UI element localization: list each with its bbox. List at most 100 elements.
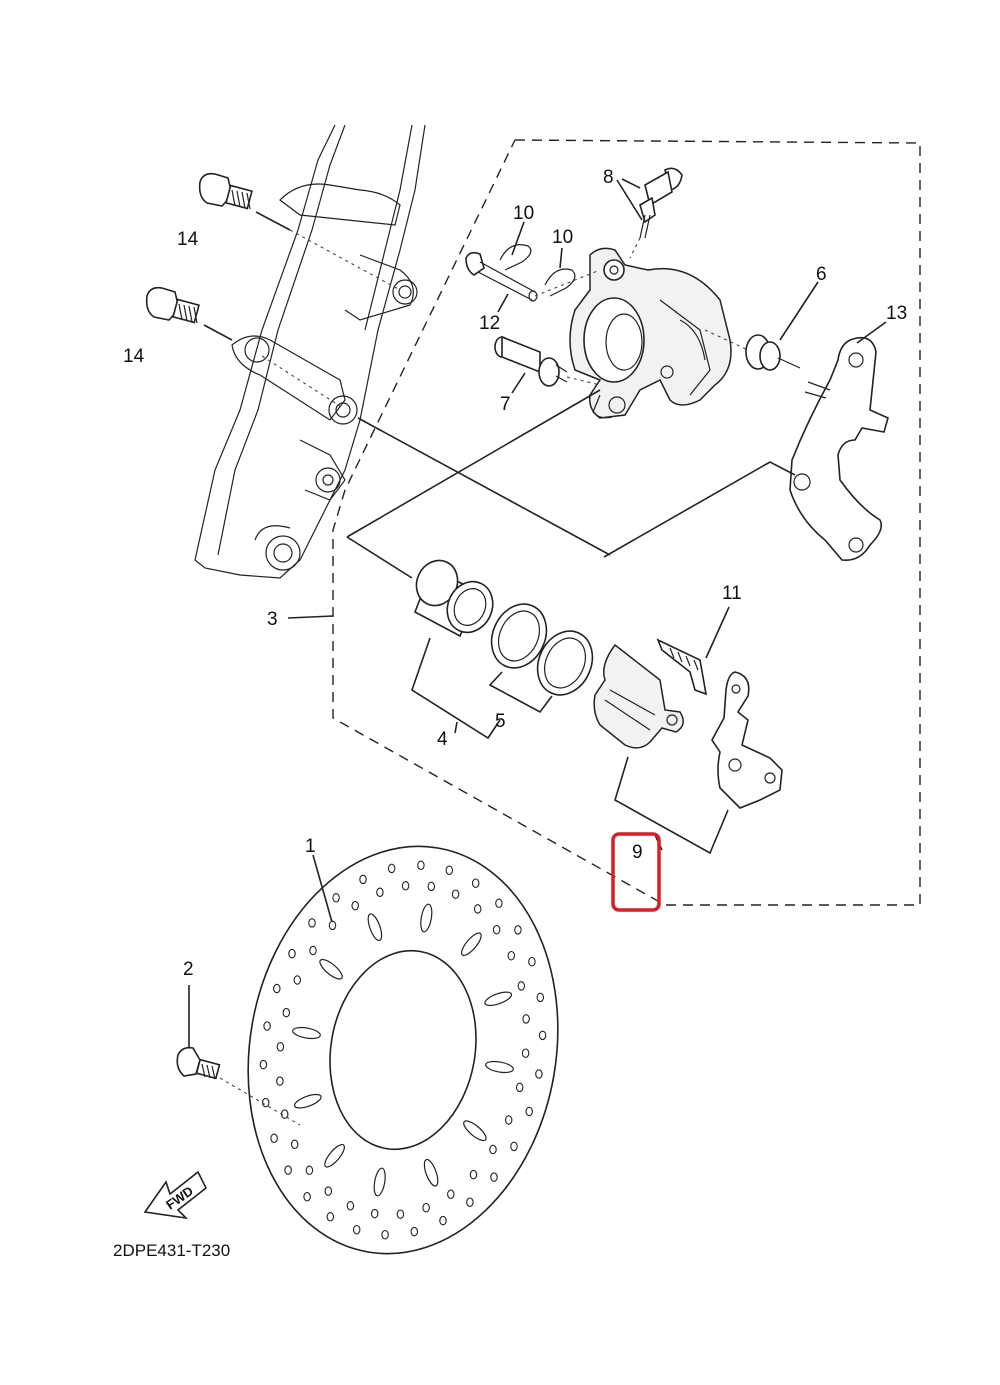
label-3: 3 — [267, 609, 278, 630]
disc-slot — [463, 1120, 487, 1142]
disc-hole — [427, 881, 436, 892]
disc-hole — [326, 1212, 335, 1222]
label-5: 5 — [495, 711, 506, 732]
disc-hole — [538, 1030, 547, 1041]
caliper-bracket-13 — [789, 336, 889, 562]
disc-hole — [504, 1115, 513, 1125]
disc-hole — [410, 1226, 419, 1237]
disc-hole — [521, 1048, 530, 1058]
disc-hole — [284, 1165, 292, 1175]
pad-spring-11 — [656, 638, 708, 696]
disc-hole — [396, 1209, 405, 1219]
piston-4 — [413, 559, 494, 638]
label-14-lower: 14 — [123, 346, 145, 367]
disc-hole — [351, 900, 359, 911]
bolt-14-upper — [198, 172, 253, 210]
label-1: 1 — [305, 836, 316, 857]
disc-hole — [270, 1133, 278, 1144]
slide-pin-7 — [494, 335, 568, 387]
disc-hole — [517, 981, 526, 991]
caliper-body — [569, 247, 732, 419]
disc-hole — [471, 878, 480, 888]
disc-slot — [423, 1158, 439, 1187]
diagram-code: 2DPE431-T230 — [113, 1241, 230, 1260]
label-12: 12 — [479, 313, 500, 334]
disc-slot — [292, 1026, 321, 1040]
disc-hole — [308, 918, 316, 928]
disc-slots — [292, 903, 514, 1197]
disc-hole — [525, 1106, 533, 1117]
disc-slot — [319, 958, 343, 980]
disc-hole — [447, 1189, 455, 1200]
disc-hole — [305, 1165, 314, 1176]
disc-hole — [303, 1191, 311, 1202]
boot-6 — [745, 334, 801, 371]
disc-hole — [536, 992, 545, 1003]
disc-hole — [469, 1169, 478, 1180]
disc-hole — [259, 1059, 268, 1070]
disc-slot — [420, 903, 433, 933]
disc-hole — [282, 1007, 291, 1018]
disc-hole — [346, 1201, 355, 1211]
disc-hole — [387, 863, 396, 874]
disc-hole — [515, 1082, 524, 1093]
disc-hole — [422, 1202, 430, 1213]
label-10-right: 10 — [552, 227, 573, 248]
bolt-14-lower — [145, 286, 200, 324]
disc-hole — [290, 1139, 299, 1150]
clip-10-right — [544, 268, 576, 297]
disc-hole — [417, 860, 425, 871]
disc-hole — [514, 925, 522, 935]
disc-hole — [293, 975, 302, 985]
disc-holes — [259, 860, 547, 1240]
disc-hole — [535, 1069, 543, 1079]
disc-slot — [367, 913, 383, 942]
disc-bolt-2 — [176, 1046, 221, 1080]
disc-hole — [528, 956, 536, 967]
label-13: 13 — [886, 303, 907, 324]
disc-hole — [359, 874, 367, 885]
brake-disc-1 — [247, 845, 559, 1255]
disc-hole — [439, 1215, 447, 1226]
disc-hole — [309, 945, 317, 956]
label-2: 2 — [183, 959, 194, 980]
disc-hole — [328, 920, 337, 931]
disc-hole — [263, 1021, 271, 1031]
fork-leg — [194, 124, 426, 579]
disc-hole — [276, 1076, 284, 1086]
disc-hole — [490, 1172, 498, 1182]
disc-hole — [466, 1197, 474, 1207]
disc-hole — [401, 881, 410, 891]
label-8: 8 — [603, 167, 614, 188]
disc-hole — [273, 983, 281, 994]
disc-slot — [484, 991, 513, 1007]
disc-slot — [485, 1060, 514, 1074]
fwd-arrow-icon: FWD — [143, 1170, 208, 1220]
disc-hole — [370, 1208, 379, 1219]
disc-slot — [293, 1093, 322, 1109]
disc-hole — [489, 1144, 497, 1155]
caliper-assembly-box — [332, 139, 921, 906]
label-14-upper: 14 — [177, 229, 199, 250]
disc-hole — [510, 1141, 518, 1152]
disc-hole — [445, 865, 454, 876]
bleeder-screw-8 — [639, 167, 683, 239]
disc-slot — [373, 1167, 386, 1197]
disc-slot — [461, 932, 482, 956]
label-9: 9 — [632, 842, 643, 863]
disc-slot — [324, 1144, 345, 1168]
disc-hole — [492, 924, 501, 935]
disc-hole — [522, 1014, 530, 1024]
label-6: 6 — [816, 264, 827, 285]
disc-hole — [381, 1229, 389, 1240]
disc-hole — [261, 1097, 270, 1108]
seal-5-a — [490, 603, 548, 669]
clip-10-left — [499, 244, 532, 271]
highlight-box-9 — [611, 832, 661, 912]
label-4: 4 — [437, 729, 448, 750]
disc-hole — [507, 950, 516, 961]
seal-5-b — [536, 630, 594, 696]
label-7: 7 — [500, 394, 511, 415]
disc-hole — [473, 904, 482, 914]
